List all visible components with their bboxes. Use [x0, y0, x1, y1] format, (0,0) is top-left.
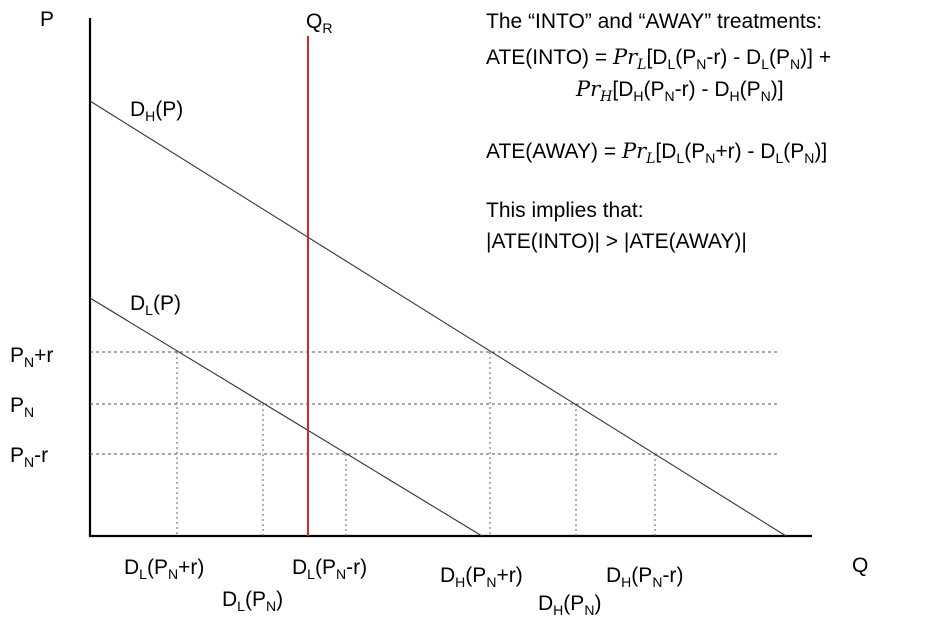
reservation-quantity-label: QR — [306, 10, 332, 36]
qty-label-dl-pn: DL(PN) — [222, 588, 283, 614]
ate-into-line-2: PrH[DH(PN-r) - DH(PN)] — [575, 77, 784, 105]
demand-curve-high — [89, 100, 787, 537]
inequality-line: |ATE(INTO)| > |ATE(AWAY)| — [486, 230, 747, 253]
ate-away-line: ATE(AWAY) = PrL[DL(PN+r) - DL(PN)] — [486, 139, 827, 167]
price-label-pn-minus-r: PN-r — [10, 444, 48, 470]
curve-label-high: DH(P) — [130, 98, 183, 124]
price-label-pn-plus-r: PN+r — [10, 344, 53, 370]
demand-curve-low — [89, 297, 483, 537]
qty-label-dl-pn-minus-r: DL(PN-r) — [292, 556, 367, 582]
treatment-annotation: The “INTO” and “AWAY” treatments: ATE(IN… — [486, 10, 831, 253]
implies-line: This implies that: — [486, 199, 644, 222]
price-label-pn: PN — [10, 394, 34, 420]
qty-label-dh-pn-minus-r: DH(PN-r) — [606, 564, 683, 590]
x-axis-label: Q — [852, 554, 868, 577]
qty-label-dl-pn-plus-r: DL(PN+r) — [124, 556, 204, 582]
annotation-heading: The “INTO” and “AWAY” treatments: — [486, 10, 822, 33]
qty-label-dh-pn-plus-r: DH(PN+r) — [440, 564, 523, 590]
curve-label-low: DL(P) — [130, 292, 181, 318]
y-axis-label: P — [40, 8, 54, 31]
ate-into-line-1: ATE(INTO) = PrL[DL(PN-r) - DL(PN)] + — [486, 45, 831, 73]
qty-label-dh-pn: DH(PN) — [538, 592, 601, 618]
